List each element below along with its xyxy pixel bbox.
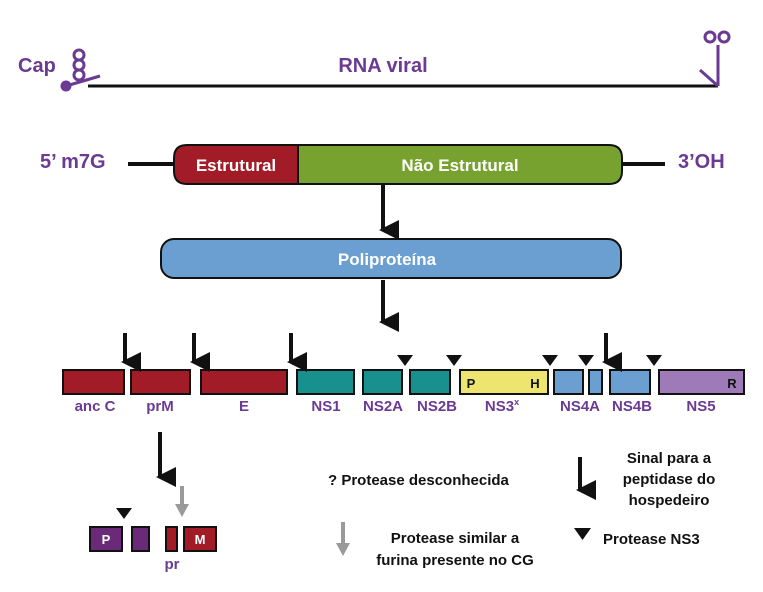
segment-ns4a [553,369,584,395]
furin-gray-arrow [175,486,189,517]
segment-ns1 [296,369,355,395]
structural-region [173,144,299,185]
m-segment [183,526,217,552]
legend-unknown-protease: ? Protease desconhecida [328,472,510,489]
ns5-rdrp-domain-label: R [727,376,737,391]
m-segment-label: M [195,532,206,547]
genome-organization: 5’ m7G Estrutural Não Estrutural 3’OH [40,144,725,185]
host-peptidase-cleavage-arrows [121,333,622,372]
segment-ns4b [609,369,651,395]
ns3-cleavage-triangles [397,355,662,366]
prm-maturation: P M pr [89,486,217,573]
rna-viral-title: RNA viral [338,55,427,77]
viral-rna: Cap RNA viral [18,30,731,92]
ns3-site-triangle [578,355,594,366]
structural-label: Estrutural [196,156,276,175]
segment-prm [130,369,191,395]
nonstructural-region [297,144,623,185]
label-ns2a: NS2A [363,398,403,415]
pr-label: pr [165,556,180,573]
nonstructural-label: Não Estrutural [401,156,518,175]
legend-host-signal-line2: peptidase do [623,471,716,488]
legend-ns3-triangle-icon [574,528,591,540]
ns3-site-triangle [446,355,462,366]
segment-ns2a [362,369,403,395]
label-ns2b: NS2B [417,398,457,415]
legend: ? Protease desconhecida Sinal para a pep… [328,450,715,569]
label-ns4b: NS4B [612,398,652,415]
label-prm: prM [146,398,174,415]
legend-furin-line2: furina presente no CG [376,552,534,569]
cap-structure-icon [60,48,101,92]
stem-loop-icon [699,30,731,88]
segment-ns5 [658,369,745,395]
label-ns5: NS5 [686,398,715,415]
legend-host-signal-line3: hospedeiro [629,492,710,509]
ns3-helicase-domain-label: H [530,376,539,391]
segment-ns3 [459,369,549,395]
segment-anc-c [62,369,125,395]
ns3-protease-domain-label: P [467,376,476,391]
label-ns1: NS1 [311,398,340,415]
segment-e [200,369,288,395]
ns3-site-triangle [116,508,132,519]
three-prime-label: 3’OH [678,151,725,173]
label-ns4a: NS4A [560,398,600,415]
legend-furin-gray-arrow-icon [336,522,350,556]
label-e: E [239,398,249,415]
pr-fragment-purple [131,526,150,552]
cap-label: Cap [18,55,56,77]
label-ns3: NS3x [485,397,519,415]
ns3-site-triangle [397,355,413,366]
legend-ns3-protease: Protease NS3 [603,531,700,548]
p-segment [89,526,123,552]
segment-ns2b [409,369,451,395]
pr-fragment-red [165,526,178,552]
legend-host-signal-line1: Sinal para a [627,450,712,467]
segment-2k-peptide [588,369,603,395]
label-anc-c: anc C [75,398,116,415]
ns3-site-triangle [646,355,662,366]
legend-furin-line1: Protease similar a [391,530,520,547]
ns3-site-triangle [542,355,558,366]
polyprotein-bar [160,238,622,279]
five-prime-label: 5’ m7G [40,151,106,173]
protein-labels: anc C prM E NS1 NS2A NS2B NS3x NS4A NS4B… [75,397,716,415]
protein-row: P H R [62,369,745,395]
polyprotein-label: Poliproteína [338,250,437,269]
p-segment-label: P [102,532,111,547]
